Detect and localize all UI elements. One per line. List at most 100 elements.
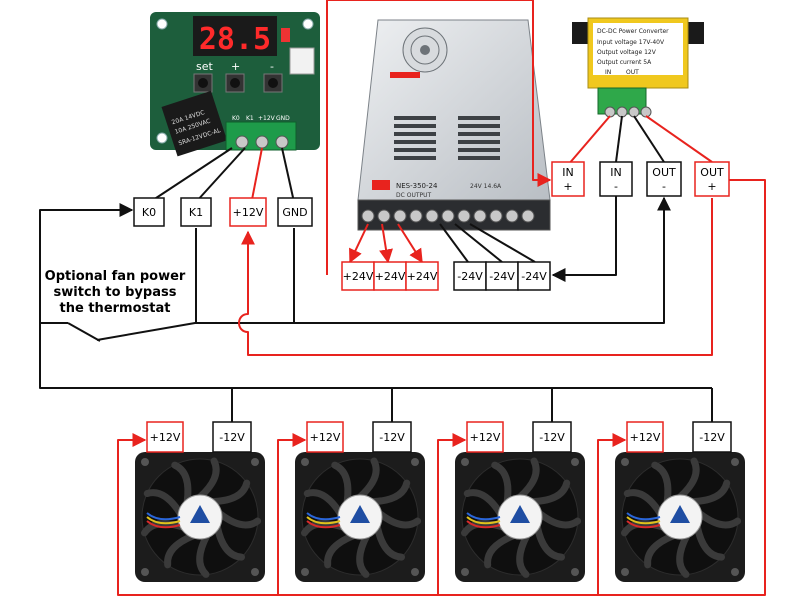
fan-blade-icon xyxy=(484,532,517,569)
fan-1: +12V-12V xyxy=(135,421,265,582)
fan-blade-icon xyxy=(529,479,571,506)
label-out-plus-2: + xyxy=(707,180,716,193)
fan-blade-icon xyxy=(533,523,565,561)
terminal-screw-icon xyxy=(473,209,487,223)
wire-k1 xyxy=(195,147,246,203)
label-psu-plus: +24V xyxy=(407,270,438,283)
label-box-psu-plus xyxy=(373,261,407,291)
label-box-in-minus xyxy=(599,161,633,197)
fan-lead xyxy=(626,516,661,525)
fan-blade-icon xyxy=(696,510,742,529)
fan-blade-icon xyxy=(644,532,677,569)
wire-k0 xyxy=(149,147,233,203)
wires xyxy=(39,0,766,596)
fan-blade-icon xyxy=(623,489,664,518)
label-box-psu-plus xyxy=(341,261,375,291)
vent-slots xyxy=(394,116,500,160)
label-fan-neg: -12V xyxy=(699,431,725,444)
label-box-k1 xyxy=(180,197,212,227)
label-in-plus-2: + xyxy=(563,180,572,193)
fan-hub-icon xyxy=(420,45,430,55)
fan-lead xyxy=(306,516,341,525)
fan-lead xyxy=(626,520,661,529)
wire-12v-fan-bus xyxy=(117,179,766,596)
terminal-screw-icon xyxy=(521,209,535,223)
button-label-set: set xyxy=(196,60,213,73)
fan-blade-icon xyxy=(689,479,731,506)
relay: 20A 14VDC 10A 250VAC SRA-12VDC-AL xyxy=(161,90,228,157)
converter-pin-label: IN xyxy=(605,69,611,76)
fan-blade-icon xyxy=(356,532,371,578)
label-fan-neg: -12V xyxy=(379,431,405,444)
switch-lever[interactable] xyxy=(67,322,101,342)
fan-blade-icon xyxy=(209,479,251,506)
label-box-psu-minus xyxy=(485,261,519,291)
fan-blade-icon xyxy=(356,457,380,501)
wire-converter-out-plus xyxy=(645,115,713,163)
label-in-minus-2: - xyxy=(614,180,618,193)
thermostat-board: 28.5 set + - 20A 14VDC 10A 250VAC SRA-12… xyxy=(150,12,320,157)
fan-lead xyxy=(466,520,501,529)
terminal-screw-icon xyxy=(377,209,391,223)
fan-blade-icon xyxy=(536,510,582,529)
wire-12v-fan-branch xyxy=(277,433,307,595)
terminal-screw-icon xyxy=(616,106,628,118)
label-fan-pos: +12V xyxy=(150,431,181,444)
switch-caption-line: Optional fan power xyxy=(45,269,186,284)
button-cap-icon xyxy=(230,78,240,88)
fan-blade-icon xyxy=(303,489,344,518)
label-fan-pos: +12V xyxy=(470,431,501,444)
converter-label xyxy=(593,23,683,75)
label-psu-plus: +24V xyxy=(343,270,374,283)
terminal-screw-icon xyxy=(393,209,407,223)
terminal-screw-icon xyxy=(275,135,289,149)
label-box-fan-neg xyxy=(692,421,732,453)
mount-hole-icon xyxy=(156,18,168,30)
psu-case xyxy=(357,19,551,201)
button-label-plus: + xyxy=(231,60,240,73)
label-in-minus-1: IN xyxy=(610,166,621,179)
power-supply: NES-350-24 24V 14.6A DC OUTPUT xyxy=(357,19,551,231)
button-cap-icon xyxy=(198,78,208,88)
fan-grill-icon xyxy=(410,35,440,65)
label-box-in-plus xyxy=(551,161,585,197)
label-k1: K1 xyxy=(189,206,203,219)
button-cap-icon xyxy=(268,78,278,88)
fan-blade-icon xyxy=(216,510,262,529)
fan-blade-icon xyxy=(143,489,184,518)
label-box-fan-pos xyxy=(146,421,184,453)
fan-4: +12V-12V xyxy=(615,421,745,582)
fan-screw-hole-icon xyxy=(141,458,149,466)
converter-spec: Output voltage 12V xyxy=(597,49,657,56)
terminal-screw-icon xyxy=(457,209,471,223)
fan-blade-icon xyxy=(213,523,245,561)
psu-brand-sticker xyxy=(390,72,420,78)
converter-mount-tab xyxy=(572,22,588,44)
label-box-psu-minus xyxy=(453,261,487,291)
fan-2: +12V-12V xyxy=(295,421,425,582)
fan-blade-icon xyxy=(651,461,672,506)
fan-blade-icon xyxy=(373,523,405,561)
fan-blade-icon xyxy=(676,457,700,501)
wire-psu-minus xyxy=(439,223,469,263)
converter-spec: Output current 5A xyxy=(597,59,652,66)
terminal-screw-icon xyxy=(361,209,375,223)
psu-model: NES-350-24 xyxy=(396,182,438,190)
brand-logo-icon xyxy=(350,505,370,523)
led-display xyxy=(193,16,277,56)
psu-output-spec: 24V 14.6A xyxy=(470,183,502,190)
probe-connector xyxy=(289,47,315,75)
fan-screw-hole-icon xyxy=(461,568,469,576)
wire-psu-plus xyxy=(379,223,393,264)
converter-title: DC-DC Power Converter xyxy=(597,28,669,35)
fan-blade-icon xyxy=(196,532,211,578)
fan-lead xyxy=(146,516,181,525)
fan-screw-hole-icon xyxy=(141,568,149,576)
fan-blade-icon xyxy=(324,532,357,569)
fan-lead xyxy=(466,516,501,525)
wire-12v-fan-branch xyxy=(437,433,467,595)
brand-logo-icon xyxy=(190,505,210,523)
mount-hole-icon xyxy=(302,18,314,30)
converter-terminal-labels: IN + IN - OUT - OUT + xyxy=(551,161,730,197)
